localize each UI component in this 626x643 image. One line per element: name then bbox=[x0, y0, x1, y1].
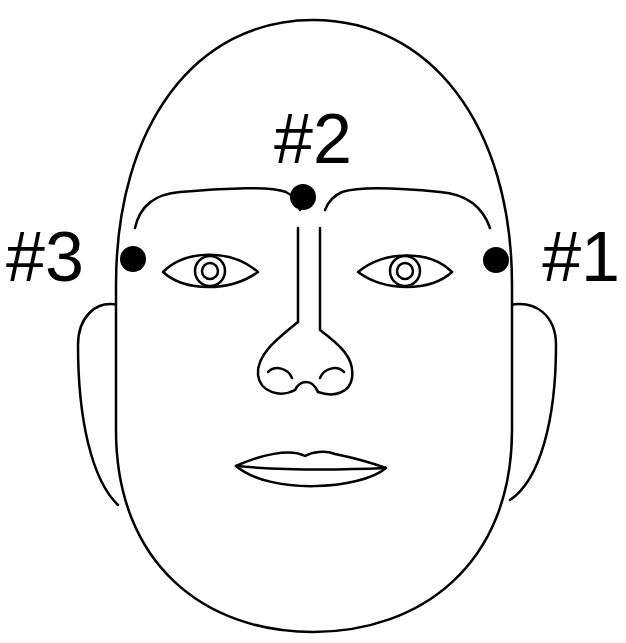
callout-number: #3 bbox=[6, 222, 84, 292]
callout-number: #2 bbox=[274, 104, 352, 174]
callout-number: #1 bbox=[542, 222, 620, 292]
